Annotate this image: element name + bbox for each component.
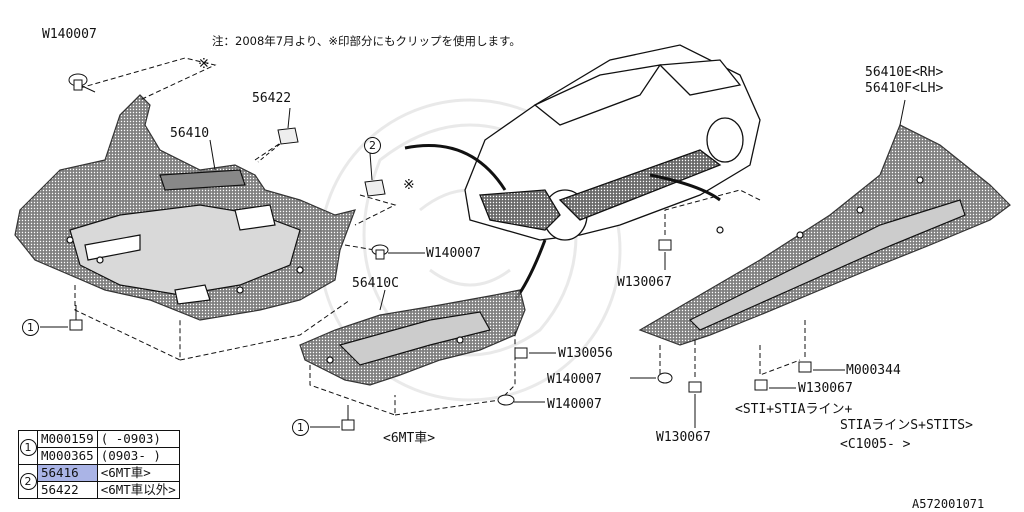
- condition-cell: (0903- ): [96, 447, 180, 465]
- asterisk-mark-1: ※: [198, 56, 210, 72]
- callout-2: 2: [364, 137, 381, 154]
- label-w140007-mid: W140007: [426, 246, 481, 261]
- label-56410c: 56410C: [352, 276, 399, 291]
- bolt-w130067-c: [688, 381, 702, 428]
- table-row: 2 56416 <6MT車>: [18, 464, 180, 499]
- callout-1-left: 1: [22, 319, 39, 336]
- clip-w140007-b: [497, 394, 545, 406]
- label-56422: 56422: [252, 91, 292, 106]
- asterisk-mark-2: ※: [403, 177, 415, 193]
- condition-line-2: STIAラインS+STITS>: [840, 418, 973, 433]
- group-1-marker: 1: [18, 430, 38, 465]
- bracket-56422: [257, 107, 299, 163]
- label-w130067-c: W130067: [656, 430, 711, 445]
- car-illustration: [464, 44, 761, 241]
- group-2-marker: 2: [18, 464, 38, 499]
- table-row: 1 M000159 ( -0903): [18, 430, 180, 465]
- bolt-item1-center: [310, 405, 355, 431]
- label-56410e: 56410E<RH>: [865, 65, 944, 80]
- part-number-cell: M000365: [37, 447, 98, 465]
- clip-w140007-mid: [371, 244, 425, 260]
- label-w130067-a: W130067: [617, 275, 672, 290]
- bolt-item1-left: [40, 305, 83, 331]
- label-w140007-b: W140007: [547, 397, 602, 412]
- undercover-56410: [14, 94, 356, 321]
- label-56410f: 56410F<LH>: [865, 81, 944, 96]
- label-56410: 56410: [170, 126, 210, 141]
- clip-w140007-top: [68, 73, 88, 91]
- condition-line-3: <C1005- >: [840, 437, 911, 452]
- label-w130067-b: W130067: [798, 381, 853, 396]
- label-m000344: M000344: [846, 363, 901, 378]
- condition-cell: <6MT車>: [96, 464, 180, 482]
- label-w140007-c: W140007: [547, 372, 602, 387]
- undercover-56410ef: [638, 124, 1011, 346]
- callout-1-center: 1: [292, 419, 309, 436]
- clip-w140007-c: [630, 372, 673, 384]
- part-number-cell-highlighted: 56416: [37, 464, 98, 482]
- bolt-m000344: [798, 361, 845, 373]
- condition-line-1: <STI+STIAライン+: [735, 402, 853, 417]
- part-number-cell: M000159: [37, 430, 98, 448]
- label-w140007-top: W140007: [42, 27, 97, 42]
- label-6mt: <6MT車>: [383, 431, 436, 446]
- bolt-w130056: [514, 347, 556, 359]
- part-number-cell: 56422: [37, 481, 98, 499]
- table-row: M000365 (0903- ): [19, 447, 180, 465]
- table-row: 56422 <6MT車以外>: [19, 481, 180, 499]
- condition-cell: ( -0903): [96, 430, 180, 448]
- parts-key-table: 1 M000159 ( -0903) M000365 (0903- ) 2 56…: [18, 430, 180, 499]
- bolt-w130067-b: [754, 379, 796, 391]
- note-text: 注：2008年7月より、※印部分にもクリップを使用します。: [212, 34, 521, 48]
- figure-code: A572001071: [912, 497, 985, 511]
- undercover-56410c: [299, 289, 526, 386]
- condition-cell: <6MT車以外>: [96, 481, 180, 499]
- bracket-item2: [364, 152, 386, 197]
- label-w130056: W130056: [558, 346, 613, 361]
- bolt-w130067-a: [658, 239, 672, 270]
